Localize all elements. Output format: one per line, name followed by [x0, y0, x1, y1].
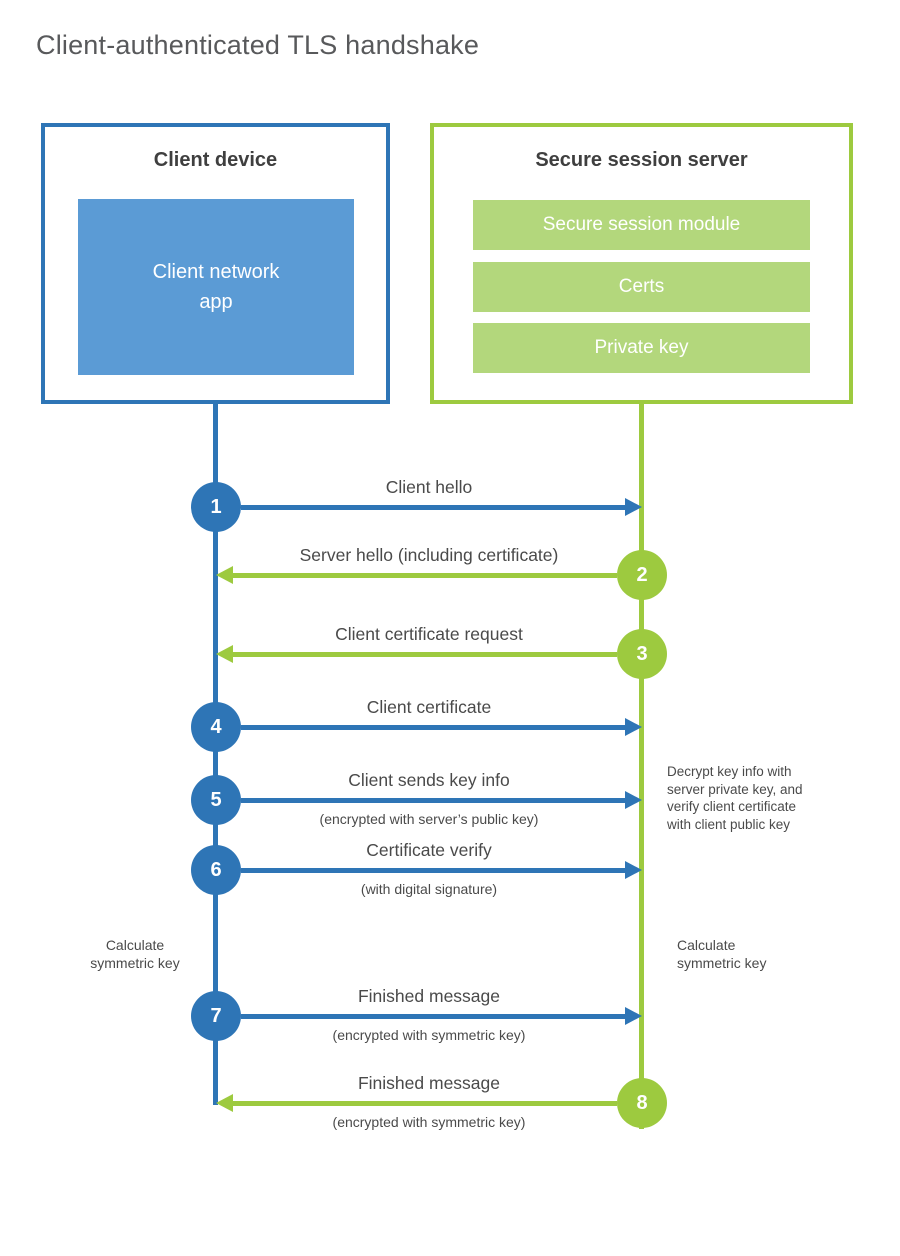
step-3-arrow-left: [216, 645, 617, 663]
arrowhead-right-icon: [625, 791, 642, 809]
step-5-badge: 5: [191, 775, 241, 825]
arrowhead-left-icon: [216, 645, 233, 663]
server-module-secure-session: Secure session module: [473, 200, 810, 250]
page-title: Client-authenticated TLS handshake: [36, 30, 480, 60]
step-5-label: Client sends key info: [348, 770, 510, 790]
server-lifeline: [639, 404, 644, 1129]
arrowhead-left-icon: [216, 566, 233, 584]
step-4-arrow-right: [241, 718, 642, 736]
step-6-arrow-right: [241, 861, 642, 879]
server-calculate-symmetric-key-note: Calculate symmetric key: [677, 937, 767, 971]
step-7-badge: 7: [191, 991, 241, 1041]
step-1-label: Client hello: [385, 477, 473, 497]
step-8-arrow-left: [216, 1094, 617, 1112]
arrowhead-right-icon: [625, 1007, 642, 1025]
step-6-label: Certificate verify: [366, 840, 492, 860]
secure-session-server-title: Secure session server: [535, 149, 748, 171]
step-5-sublabel: (encrypted with server’s public key): [319, 811, 539, 827]
arrowhead-right-icon: [625, 861, 642, 879]
step-1-badge: 1: [191, 482, 241, 532]
arrowhead-left-icon: [216, 1094, 233, 1112]
client-network-app-box: Client network app: [78, 199, 354, 375]
step-8-sublabel: (encrypted with symmetric key): [332, 1114, 526, 1130]
step-3-label: Client certificate request: [335, 624, 523, 644]
step-8-badge: 8: [617, 1078, 667, 1128]
step-2-badge: 2: [617, 550, 667, 600]
client-device-title: Client device: [153, 149, 278, 171]
step-4-label: Client certificate: [366, 697, 492, 717]
step-6-sublabel: (with digital signature): [360, 881, 498, 897]
step-3-badge: 3: [617, 629, 667, 679]
step-2-arrow-left: [216, 566, 617, 584]
step-1-arrow-right: [241, 498, 642, 516]
client-device-box: Client device Client network app: [41, 123, 390, 404]
client-lifeline: [213, 404, 218, 1105]
step-2-label: Server hello (including certificate): [299, 545, 559, 565]
step-7-arrow-right: [241, 1007, 642, 1025]
step-7-label: Finished message: [357, 986, 501, 1006]
server-module-private-key: Private key: [473, 323, 810, 373]
step-6-badge: 6: [191, 845, 241, 895]
step-7-sublabel: (encrypted with symmetric key): [332, 1027, 526, 1043]
secure-session-server-box: Secure session server Secure session mod…: [430, 123, 853, 404]
arrowhead-right-icon: [625, 498, 642, 516]
step-8-label: Finished message: [357, 1073, 501, 1093]
step-4-badge: 4: [191, 702, 241, 752]
arrowhead-right-icon: [625, 718, 642, 736]
server-decrypt-note: Decrypt key info with server private key…: [667, 764, 803, 832]
client-calculate-symmetric-key-note: Calculate symmetric key: [90, 937, 180, 971]
server-module-certs: Certs: [473, 262, 810, 312]
step-5-arrow-right: [241, 791, 642, 809]
